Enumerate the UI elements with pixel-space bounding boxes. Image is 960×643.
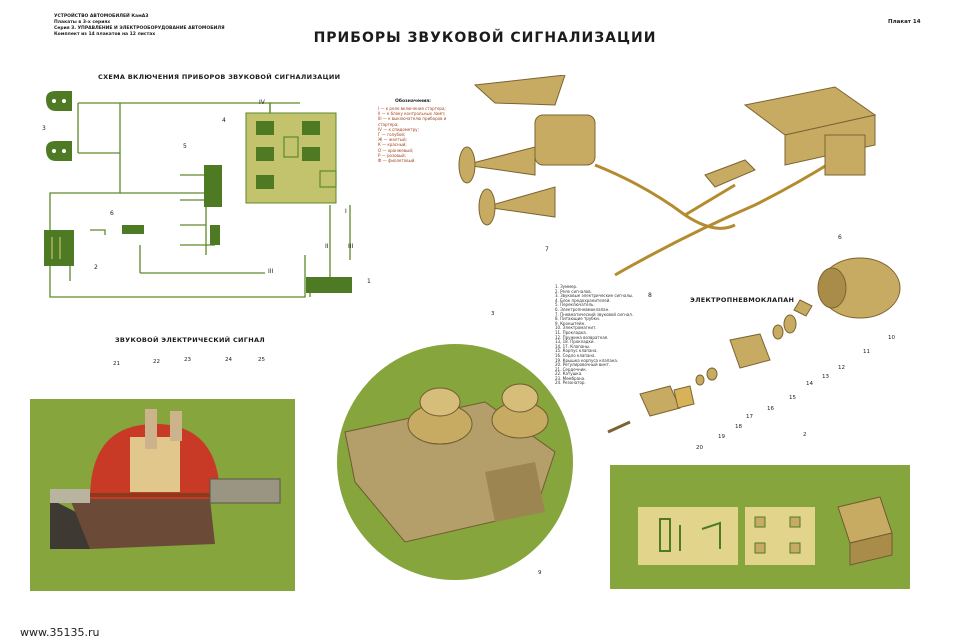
parts-list-item: 21. Сердечник.	[555, 366, 587, 372]
label-6-pneu: 6	[838, 234, 842, 241]
label-1: 1	[367, 278, 371, 285]
parts-list-item: 5. Переключатель.	[555, 302, 595, 308]
parts-list: 1. Зуммер. 2. Реле сигналов. 3. Звуковые…	[555, 284, 685, 386]
label-20: 20	[696, 445, 703, 451]
horns-on-bracket-drawing	[337, 344, 573, 580]
label-25: 25	[258, 357, 265, 363]
label-2: 2	[94, 264, 98, 271]
footer-url: www.35135.ru	[20, 626, 100, 639]
scheme-title: СХЕМА ВКЛЮЧЕНИЯ ПРИБОРОВ ЗВУКОВОЙ СИГНАЛ…	[98, 73, 341, 81]
legend-item: Г — голубой;	[378, 132, 406, 138]
label-21: 21	[113, 361, 120, 367]
label-iii: III	[348, 243, 354, 250]
parts-list-item: 16. Седло клапана.	[555, 352, 596, 358]
header-line: УСТРОЙСТВО АВТОМОБИЛЕЙ КамАЗ	[54, 14, 149, 19]
label-ii: II	[325, 243, 329, 250]
parts-list-item: 13, 18. Прокладки.	[555, 339, 595, 345]
label-19: 19	[718, 434, 725, 440]
valve-exploded-drawing	[607, 257, 901, 434]
legend-item: III — к выключателю приборов и стартера;	[378, 116, 447, 127]
electric-signal-title: ЗВУКОВОЙ ЭЛЕКТРИЧЕСКИЙ СИГНАЛ	[115, 336, 266, 344]
label-23: 23	[184, 357, 191, 363]
parts-list-item: 8. Питающие трубки.	[555, 316, 600, 322]
parts-list-item: 4. Блок предохранителей.	[555, 297, 611, 303]
poster-title: ПРИБОРЫ ЗВУКОВОЙ СИГНАЛИЗАЦИИ	[313, 30, 657, 46]
label-17: 17	[746, 414, 753, 420]
legend-item: К — красный;	[378, 142, 407, 148]
wire-legend: Обозначения: I — к реле включения старте…	[378, 99, 448, 163]
label-18: 18	[735, 424, 742, 430]
label-24: 24	[225, 357, 232, 363]
label-11: 11	[863, 349, 870, 355]
parts-list-item: 23. Мембрана.	[555, 375, 586, 381]
legend-item: I — к реле включения стартера;	[378, 106, 446, 111]
label-2-relay: 2	[803, 432, 807, 438]
label-13: 13	[822, 374, 829, 380]
parts-list-item: 22. Катушка.	[555, 371, 583, 377]
parts-list-item: 20. Регулировочный винт.	[555, 362, 611, 368]
parts-list-item: 12. Пружина возвратная.	[555, 334, 609, 340]
parts-list-item: 2. Реле сигналов.	[555, 288, 592, 294]
header-line: Комплект из 14 плакатов на 12 листах	[54, 32, 156, 37]
parts-list-item: 1. Зуммер.	[555, 284, 578, 289]
poster-series-header: УСТРОЙСТВО АВТОМОБИЛЕЙ КамАЗ Плакаты в 3…	[54, 14, 244, 38]
relay-panel-drawing	[610, 465, 910, 589]
label-16: 16	[767, 406, 774, 412]
label-12: 12	[838, 365, 845, 371]
parts-list-item: 10. Электромагнит.	[555, 325, 597, 331]
legend-item: Р — розовый;	[378, 152, 406, 158]
label-iii-b: III	[268, 268, 274, 275]
parts-list-item: 3. Звуковые электрические сигналы.	[555, 293, 634, 299]
label-6: 6	[110, 210, 114, 217]
label-4: 4	[222, 117, 226, 124]
legend-item: IV — к спидометру;	[378, 126, 419, 132]
parts-list-item: 7. Пневматический звуковой сигнал.	[555, 311, 634, 317]
label-iv: IV	[259, 99, 265, 106]
poster-number: Плакат 14	[888, 19, 921, 25]
header-line: Плакаты в 3-х сериях	[54, 20, 111, 25]
header-line: Серия 3. УПРАВЛЕНИЕ И ЭЛЕКТРООБОРУДОВАНИ…	[54, 26, 225, 31]
legend-item: II — к блоку контрольных ламп;	[378, 111, 446, 117]
pneumatic-signal-drawing	[458, 75, 877, 277]
parts-list-item: 6. Электропневмоклапан.	[555, 306, 610, 312]
legend-title: Обозначения:	[395, 99, 431, 104]
label-i: I	[345, 208, 347, 215]
parts-list-item: 19. Крышка корпуса клапана.	[555, 357, 619, 363]
parts-list-item: 11. Прокладка.	[555, 329, 587, 335]
label-9: 9	[538, 570, 542, 576]
label-5: 5	[183, 143, 187, 150]
label-3: 3	[42, 125, 46, 132]
parts-list-item: 14, 17. Клапаны.	[555, 343, 591, 349]
label-14: 14	[806, 381, 813, 387]
wiring-scheme	[44, 91, 352, 298]
legend-item: Ж — желтый;	[378, 137, 407, 143]
label-7: 7	[545, 246, 549, 253]
label-8: 8	[648, 292, 652, 299]
label-3-center: 3	[491, 311, 495, 317]
label-15: 15	[789, 395, 796, 401]
parts-list-item: 15. Корпус клапана.	[555, 348, 598, 354]
label-10: 10	[888, 335, 895, 341]
parts-list-item: 9. Кронштейн.	[555, 320, 586, 326]
legend-item: О — оранжевый;	[378, 147, 414, 153]
parts-list-item: 24. Резонатор.	[555, 380, 586, 386]
electric-signal-drawing	[30, 399, 295, 591]
valve-title: ЭЛЕКТРОПНЕВМОКЛАПАН	[690, 296, 795, 304]
legend-item: Ф — фиолетовый.	[378, 158, 416, 164]
label-22: 22	[153, 359, 160, 365]
